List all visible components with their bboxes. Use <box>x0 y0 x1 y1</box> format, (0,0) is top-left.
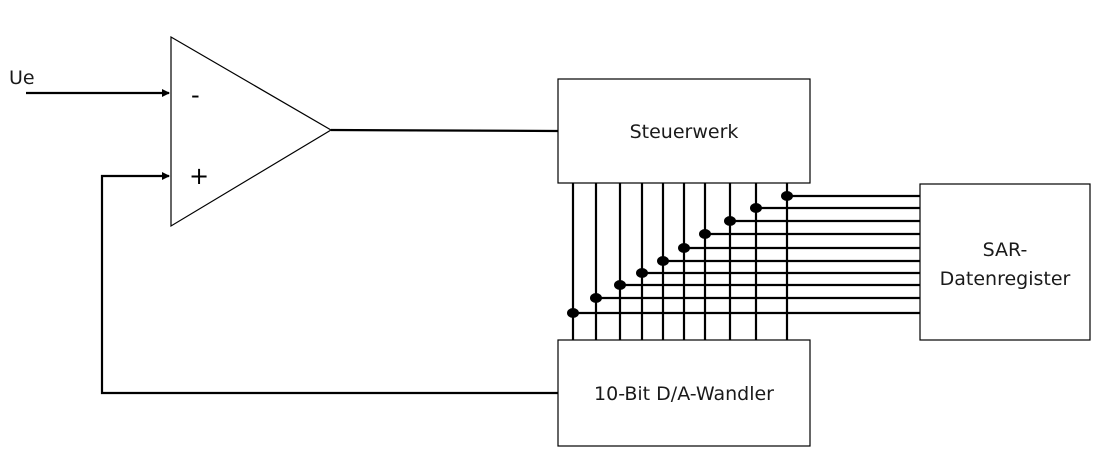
bus-junction-dot <box>750 203 762 213</box>
control-unit-label: Steuerwerk <box>630 121 739 143</box>
comparator-output-wire <box>330 128 559 133</box>
comparator-opamp <box>170 35 333 228</box>
sar-register-block <box>919 183 1091 341</box>
inverting-input-sign: - <box>191 81 200 109</box>
bus-junction-dot <box>699 229 711 239</box>
feedback-wire <box>100 172 558 395</box>
control-unit-block <box>557 78 811 184</box>
bus-junction-dot <box>724 216 736 226</box>
dac-label: 10-Bit D/A-Wandler <box>594 383 774 405</box>
bus-junction-dot <box>781 191 793 201</box>
input-label-ue: Ue <box>9 67 35 89</box>
dac-block <box>557 339 811 447</box>
bus-junction-dot <box>590 293 602 303</box>
bus-junction-dot <box>614 280 626 290</box>
noninverting-input-sign: + <box>189 162 209 190</box>
bus-junction-dot <box>567 308 579 318</box>
bus-junction-dot <box>636 268 648 278</box>
sar-register-label-line2: Datenregister <box>940 268 1071 290</box>
bus-junction-dot <box>657 256 669 266</box>
sar-register-label-line1: SAR- <box>983 239 1028 261</box>
bit-bus <box>567 183 920 340</box>
bus-junction-dot <box>678 243 690 253</box>
